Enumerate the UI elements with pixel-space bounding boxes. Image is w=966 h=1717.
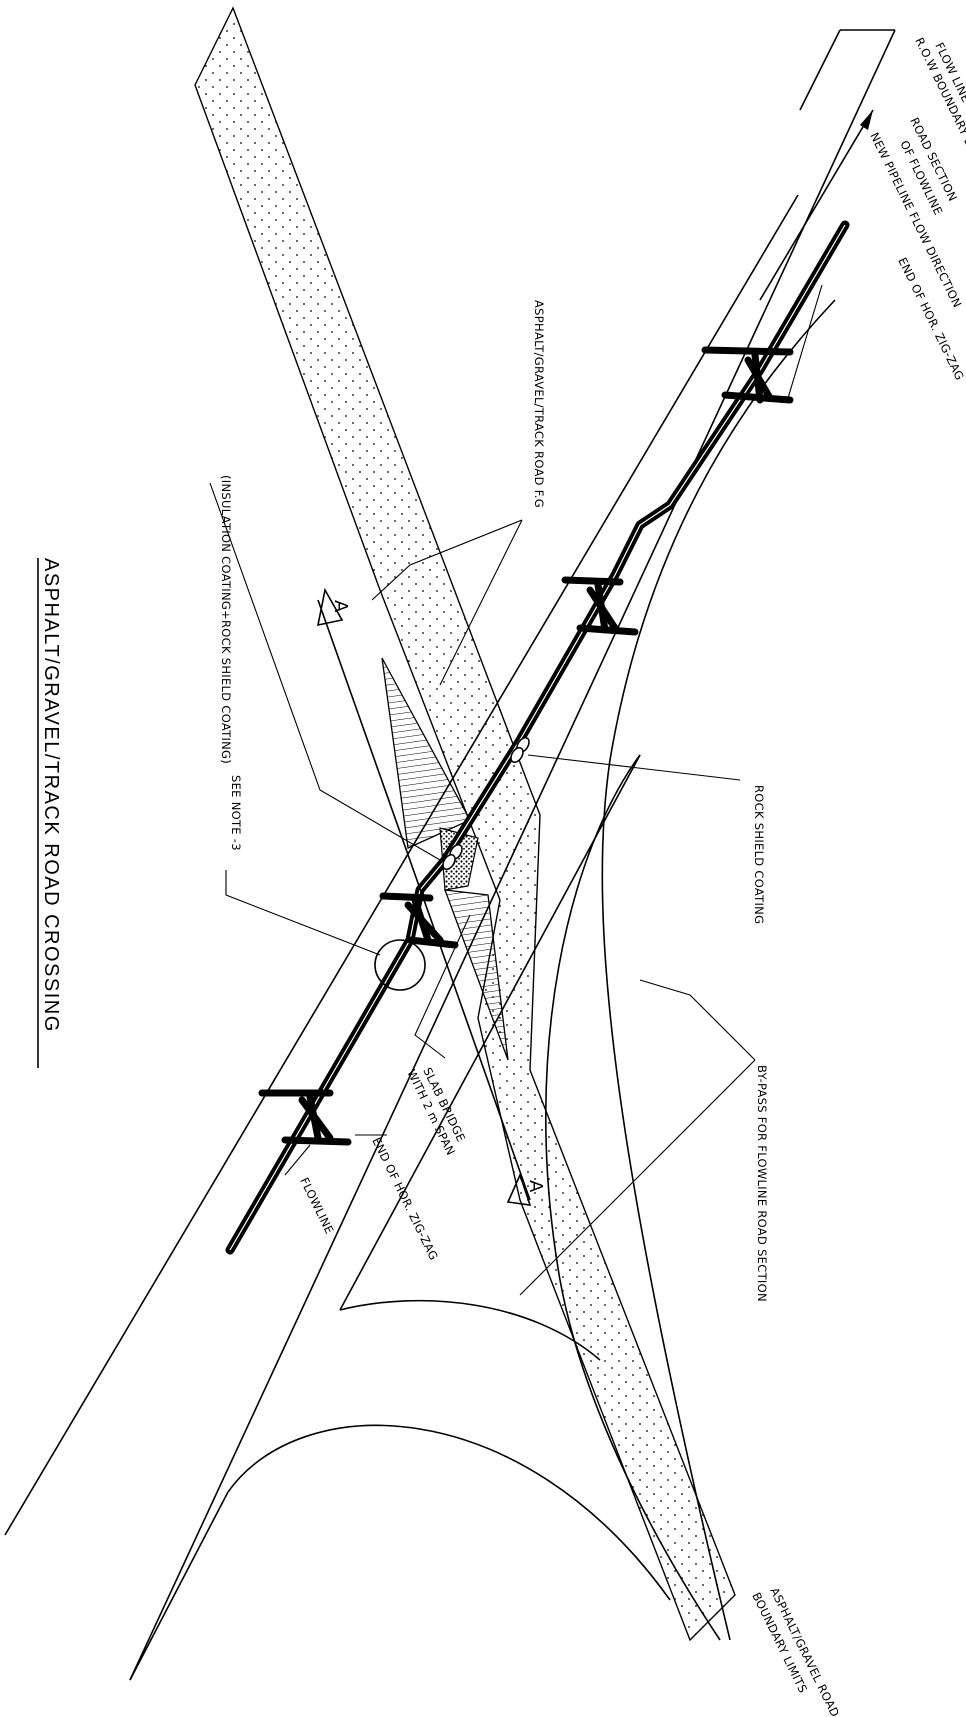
row-boundary-lines	[4, 29, 896, 1681]
bypass-curves	[129, 299, 836, 1681]
detail-circle	[374, 939, 426, 991]
label-end-zigzag-top: END OF HOR. ZIG-ZAG	[895, 255, 966, 382]
flow-direction-arrow	[759, 109, 874, 301]
label-insulation: (INSULATION COATING+ROCK SHIELD COATING)	[219, 475, 233, 764]
road-band	[194, 6, 736, 1642]
support-2	[561, 576, 639, 636]
pipe-supports	[258, 346, 794, 1146]
support-3	[379, 892, 459, 949]
pipeline	[225, 220, 850, 1255]
support-4	[258, 1089, 352, 1146]
section-mark-bottom: A	[525, 1180, 546, 1193]
label-end-zigzag-bottom: END OF HOR. ZIG-ZAG	[369, 1135, 441, 1262]
label-bypass: BY-PASS FOR FLOWLINE ROAD SECTION	[755, 1065, 769, 1302]
label-rock-shield: ROCK SHIELD COATING	[752, 785, 766, 924]
label-flowline: FLOWLINE	[297, 1175, 336, 1236]
support-1	[701, 346, 794, 404]
label-see-note: SEE NOTE -3	[229, 775, 243, 851]
embankment-fill	[381, 657, 509, 1061]
page-title: ASPHALT/GRAVEL/TRACK ROAD CROSSING	[40, 558, 62, 1033]
label-road-fg: ASPHALT/GRAVEL/TRACK ROAD F.G	[532, 300, 546, 508]
section-mark-top: A	[330, 600, 351, 613]
section-cut-line	[316, 587, 532, 1206]
title-block: ASPHALT/GRAVEL/TRACK ROAD CROSSING	[37, 558, 62, 1068]
leader-lines	[209, 284, 823, 1296]
rock-shield-collars	[442, 736, 530, 871]
